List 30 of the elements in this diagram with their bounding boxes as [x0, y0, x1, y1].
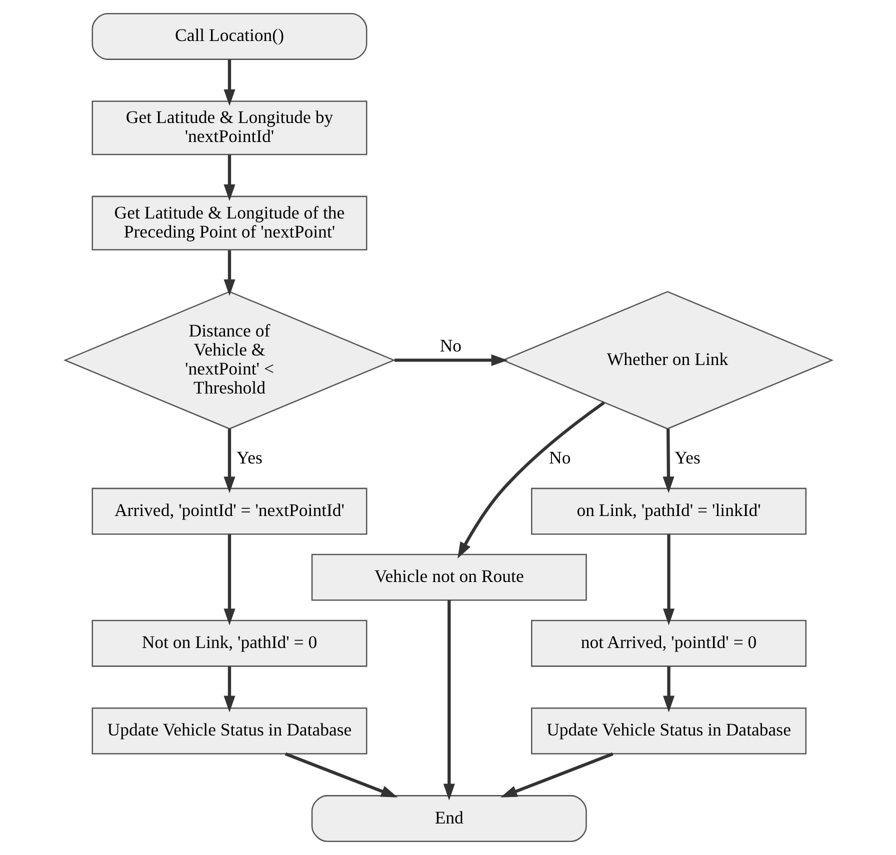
- node-box: End: [310, 795, 586, 842]
- edge-label: Yes: [674, 447, 700, 468]
- node-box: Get Latitude & Longitude of the Preceding Point of 'nextPoint': [91, 196, 367, 250]
- edge-label: Yes: [236, 447, 262, 468]
- arrow: [662, 534, 674, 626]
- node-box: Not on Link, 'pathId' = 0: [91, 620, 367, 667]
- arrow: [394, 354, 508, 366]
- arrow: [223, 154, 235, 201]
- edge-label: No: [548, 447, 570, 468]
- edge-label: No: [439, 336, 462, 356]
- arrow: [223, 250, 235, 296]
- node-box: Call Location(): [91, 12, 367, 60]
- arrow: [662, 428, 674, 494]
- node-box: on Link, 'pathId' = 'linkId': [530, 488, 806, 535]
- node-box: Arrived, 'pointId' = 'nextPointId': [91, 488, 367, 535]
- arrow: [457, 401, 604, 559]
- arrow: [284, 752, 398, 798]
- arrow: [223, 666, 235, 712]
- node-diamond: Distance of Vehicle & 'nextPoint' < Threshold: [62, 290, 396, 430]
- node-box: Update Vehicle Status in Database: [91, 707, 367, 754]
- arrow: [442, 600, 454, 800]
- node-box: Get Latitude & Longitude by 'nextPointId': [91, 100, 367, 156]
- node-box: not Arrived, 'pointId' = 0: [530, 620, 806, 667]
- arrow: [662, 666, 674, 712]
- arrow: [223, 534, 235, 626]
- arrow: [500, 752, 613, 798]
- node-box: Update Vehicle Status in Database: [530, 707, 806, 754]
- arrow: [223, 428, 235, 494]
- arrow: [223, 60, 235, 106]
- node-box: Vehicle not on Route: [310, 554, 586, 601]
